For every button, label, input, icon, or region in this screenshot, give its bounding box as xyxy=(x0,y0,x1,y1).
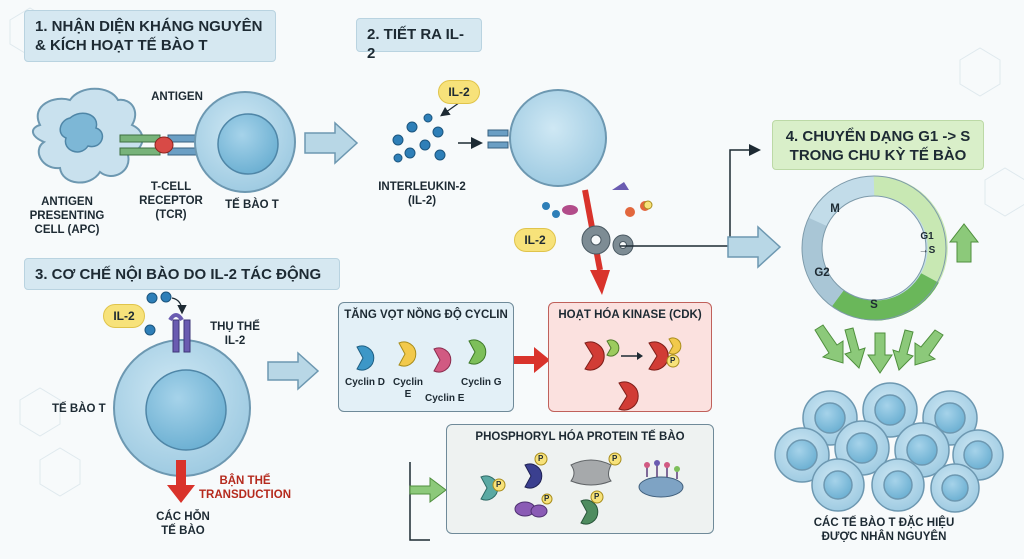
phospho-panel: PHOSPHORYL HÓA PROTEIN TẾ BÀO P P P P P xyxy=(446,424,714,534)
cyclin-e: Cyclin E xyxy=(425,393,465,404)
t-cell-step3 xyxy=(113,313,251,477)
tcr-label-line3: (TCR) xyxy=(155,209,187,221)
cyclin-panel-title: TĂNG VỌT NỒNG ĐỘ CYCLIN xyxy=(344,309,508,321)
phospho-p4: P xyxy=(612,454,618,463)
tcell-bottom-label: TẾ BÀO T xyxy=(52,403,106,415)
phospho-p1: P xyxy=(496,480,502,489)
cycle-g1-line2: →S xyxy=(918,245,936,256)
cycle-s: S xyxy=(870,299,878,311)
il2-pill-top: IL-2 xyxy=(438,80,480,104)
complex-label: CÁC HỖN TẾ BÀO xyxy=(148,510,218,538)
step2-title: 2. TIẾT RA IL-2 xyxy=(367,26,464,62)
transduction-line2: TRANSDUCTION xyxy=(199,489,291,501)
apc-label-line3: CELL (APC) xyxy=(34,224,100,236)
tcr-antigen-complex xyxy=(119,134,205,156)
phospho-panel-title: PHOSPHORYL HÓA PROTEIN TẾ BÀO xyxy=(475,431,685,443)
complex-line1: CÁC HỖN xyxy=(156,511,210,523)
cycle-m: M xyxy=(830,203,840,215)
receptor-label: THỤ THỂ IL-2 xyxy=(200,320,270,348)
step1-line1: 1. NHẬN DIỆN KHÁNG NGUYÊN xyxy=(35,18,263,35)
apc-label-line1: ANTIGEN xyxy=(41,196,93,208)
phospho-p2: P xyxy=(538,454,544,463)
cyclin-shapes xyxy=(356,339,487,373)
tcr-label-line2: RECEPTOR xyxy=(139,195,203,207)
receptor-line2: IL-2 xyxy=(224,335,246,347)
result-line1: CÁC TẾ BÀO T ĐẶC HIỆU xyxy=(813,517,955,529)
cyclin-e-top: Cyclin E xyxy=(393,377,423,401)
phospho-shapes xyxy=(480,452,684,525)
apc-cell xyxy=(32,87,144,184)
step3-header: 3. CƠ CHẾ NỘI BÀO DO IL-2 TÁC ĐỘNG xyxy=(24,258,340,290)
cyclin-g: Cyclin G xyxy=(461,377,502,388)
step4-header: 4. CHUYỂN DẠNG G1 -> S TRONG CHU KỲ TẾ B… xyxy=(772,120,984,170)
cyclin-panel: TĂNG VỌT NỒNG ĐỘ CYCLIN Cyclin D Cyclin … xyxy=(338,302,514,412)
transduction-line1: BẬN THỂ xyxy=(219,475,271,487)
cycle-g1: G1 →S xyxy=(916,230,938,258)
step3-title: 3. CƠ CHẾ NỘI BÀO DO IL-2 TÁC ĐỘNG xyxy=(35,266,322,283)
il2-pill-step3: IL-2 xyxy=(103,304,145,328)
cyclin-e-line1: Cyclin xyxy=(393,377,424,388)
complex-line2: TẾ BÀO xyxy=(161,525,205,537)
interleukin-label: INTERLEUKIN-2 (IL-2) xyxy=(372,180,472,208)
tcr-label: T-CELL RECEPTOR (TCR) xyxy=(136,180,206,222)
kinase-panel-title: HOẠT HÓA KINASE (CDK) xyxy=(558,309,702,321)
result-label: CÁC TẾ BÀO T ĐẶC HIỆU ĐƯỢC NHÂN NGUYÊN xyxy=(784,516,984,544)
step4-line1: 4. CHUYỂN DẠNG G1 -> S xyxy=(785,128,971,145)
result-line2: ĐƯỢC NHÂN NGUYÊN xyxy=(821,531,947,543)
apc-label-line2: PRESENTING xyxy=(29,210,105,222)
t-cell-step2 xyxy=(487,89,607,187)
interleukin-line1: INTERLEUKIN-2 xyxy=(378,181,466,193)
il2-pill-mid: IL-2 xyxy=(514,228,556,252)
interleukin-line2: (IL-2) xyxy=(407,195,437,207)
cyclin-d: Cyclin D xyxy=(345,377,386,388)
step1-line2: & KÍCH HOẠT TẾ BÀO T xyxy=(35,37,208,54)
step4-line2: TRONG CHU KỲ TẾ BÀO xyxy=(789,147,967,164)
kinase-shapes xyxy=(584,337,682,411)
tcell-top-label: TẾ BÀO T xyxy=(225,199,279,211)
antigen-label: ANTIGEN xyxy=(151,91,203,103)
kinase-p-mark: P xyxy=(670,356,676,365)
phospho-p3: P xyxy=(544,494,550,503)
apc-label: ANTIGEN PRESENTING CELL (APC) xyxy=(22,195,112,237)
cycle-g1-line1: G1 xyxy=(920,231,934,242)
transduction-label: BẬN THỂ TRANSDUCTION xyxy=(195,474,295,502)
tcr-label-line1: T-CELL xyxy=(150,181,192,193)
kinase-panel: HOẠT HÓA KINASE (CDK) P xyxy=(548,302,712,412)
proliferated-cells xyxy=(774,382,1004,513)
cyclin-e-line2: E xyxy=(404,389,412,400)
t-cell-top xyxy=(194,91,296,193)
step2-header: 2. TIẾT RA IL-2 xyxy=(356,18,482,62)
cell-cycle-ring xyxy=(801,175,948,321)
phospho-p5: P xyxy=(594,492,600,501)
cycle-g2: G2 xyxy=(814,267,830,279)
receptor-line1: THỤ THỂ xyxy=(210,321,260,333)
step1-header: 1. NHẬN DIỆN KHÁNG NGUYÊN & KÍCH HOẠT TẾ… xyxy=(24,10,276,62)
